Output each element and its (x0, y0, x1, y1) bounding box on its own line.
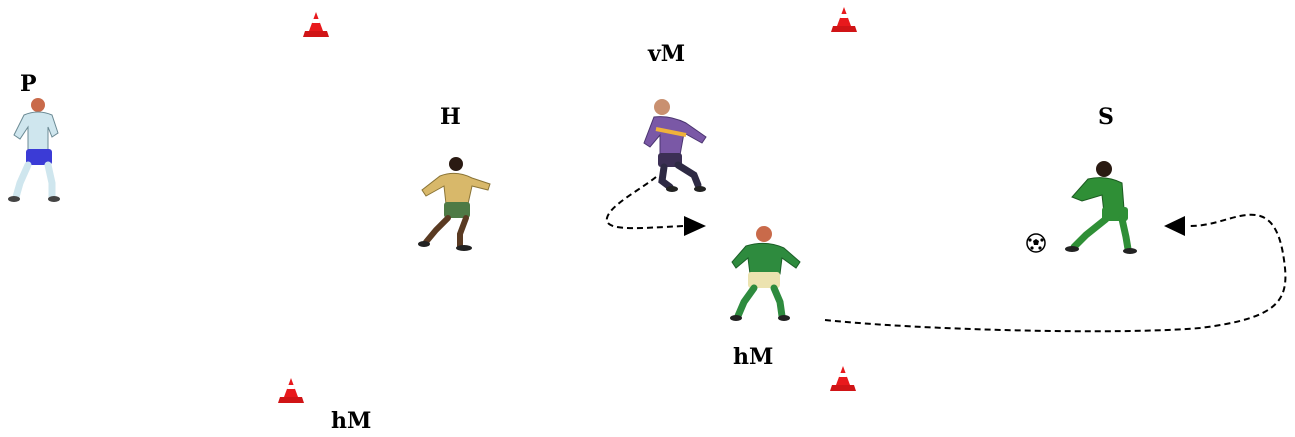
player-label-hm-bottom: hM (331, 408, 372, 434)
training-cone-icon (278, 378, 304, 403)
player-label-s: S (1098, 104, 1114, 130)
player-hm-figure (730, 226, 801, 321)
player-label-p: P (20, 71, 37, 97)
training-cone-icon (303, 12, 329, 37)
pass-path-arrow (824, 213, 1287, 333)
soccer-ball-icon (1026, 233, 1046, 253)
player-h-figure (418, 157, 491, 251)
run-arrowhead (684, 216, 706, 236)
player-vm-figure (643, 99, 707, 192)
player-p-figure (8, 98, 60, 202)
player-s-figure (1065, 161, 1137, 254)
player-label-hm: hM (733, 344, 774, 370)
training-cone-icon (830, 366, 856, 391)
player-label-vm: vM (648, 41, 686, 67)
player-label-h: H (440, 104, 461, 130)
pass-arrowhead (1164, 216, 1185, 236)
run-path-arrow (605, 176, 685, 230)
training-cone-icon (831, 7, 857, 32)
